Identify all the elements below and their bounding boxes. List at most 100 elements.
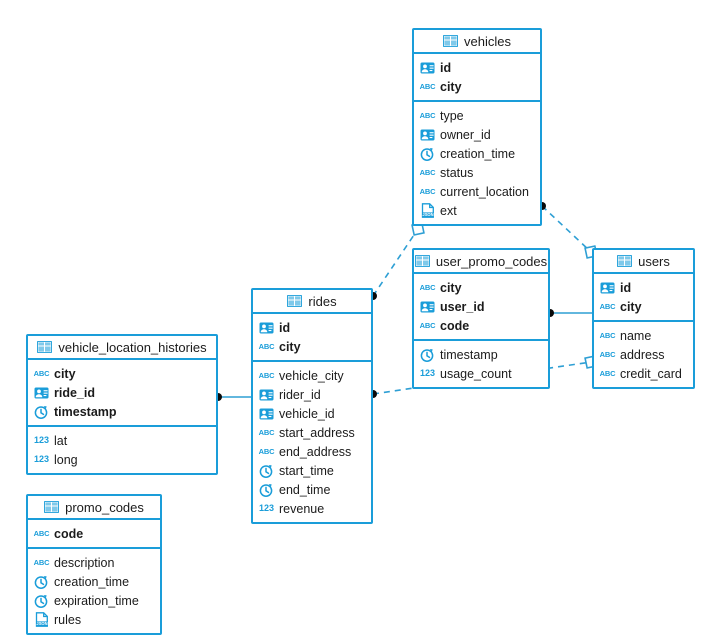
table-header-users[interactable]: users [594, 250, 693, 274]
column-name: usage_count [440, 366, 512, 381]
column-name: address [620, 347, 665, 362]
table-name: users [638, 253, 670, 269]
id-card-icon [259, 387, 274, 402]
abc-string-icon: ABC [258, 341, 275, 351]
abc-string-icon: ABC [258, 370, 275, 380]
clock-icon [259, 482, 274, 497]
json-file-icon: JSON [34, 612, 49, 627]
column-name: city [440, 79, 462, 94]
column-row[interactable]: vehicle_id [253, 404, 371, 423]
abc-string-icon: ABC [33, 557, 50, 567]
column-name: rider_id [279, 387, 321, 402]
column-row[interactable]: expiration_time [28, 591, 160, 610]
table-name: user_promo_codes [435, 253, 548, 269]
abc-string-icon: ABC [258, 446, 275, 456]
123-number-icon: 123 [419, 368, 436, 378]
column-name: vehicle_id [279, 406, 335, 421]
abc-string-icon: ABC [33, 528, 50, 538]
table-header-promo_codes[interactable]: promo_codes [28, 496, 160, 520]
column-row[interactable]: 123 revenue [253, 499, 371, 518]
column-row[interactable]: 123 long [28, 450, 216, 469]
column-row[interactable]: end_time [253, 480, 371, 499]
column-name: revenue [279, 501, 325, 516]
column-row[interactable]: creation_time [28, 572, 160, 591]
column-row-key[interactable]: timestamp [28, 402, 216, 421]
column-name: long [54, 452, 78, 467]
column-row-key[interactable]: ride_id [28, 383, 216, 402]
column-row[interactable]: start_time [253, 461, 371, 480]
abc-string-icon: ABC [33, 368, 50, 378]
123-number-icon: 123 [258, 503, 275, 513]
column-row-key[interactable]: id [594, 278, 693, 297]
table-name: rides [308, 293, 337, 309]
column-name: start_time [279, 463, 334, 478]
123-number-icon: 123 [33, 435, 50, 445]
column-group-vehicle_location_histories: 123 lat 123 long [28, 427, 216, 473]
relationship-user-promo-codes-to-users[interactable] [546, 309, 592, 317]
column-name: id [279, 320, 291, 335]
table-icon [443, 34, 459, 49]
abc-string-icon: ABC [419, 167, 436, 177]
column-name: user_id [440, 299, 485, 314]
column-row[interactable]: creation_time [414, 144, 540, 163]
table-icon [287, 294, 303, 309]
column-row[interactable]: 123 usage_count [414, 364, 548, 383]
column-row[interactable]: rider_id [253, 385, 371, 404]
column-name: code [440, 318, 470, 333]
column-name: id [440, 60, 452, 75]
column-name: id [620, 280, 632, 295]
relationship-line [541, 205, 592, 253]
column-row[interactable]: 123 lat [28, 431, 216, 450]
clock-icon [420, 347, 435, 362]
column-row-key[interactable]: user_id [414, 297, 548, 316]
table-header-user_promo_codes[interactable]: user_promo_codes [414, 250, 548, 274]
column-name: expiration_time [54, 593, 139, 608]
id-card-icon [34, 385, 49, 400]
table-header-vehicles[interactable]: vehicles [414, 30, 540, 54]
column-row-key[interactable]: id [414, 58, 540, 77]
abc-string-icon: ABC [599, 368, 616, 378]
column-row[interactable]: owner_id [414, 125, 540, 144]
column-row[interactable]: timestamp [414, 345, 548, 364]
column-row-key[interactable]: id [253, 318, 371, 337]
column-name: timestamp [440, 347, 498, 362]
relationship-vehicle-location-histories-to-rides[interactable] [214, 393, 251, 401]
table-header-vehicle_location_histories[interactable]: vehicle_location_histories [28, 336, 216, 360]
table-name: vehicle_location_histories [58, 339, 207, 355]
table-header-rides[interactable]: rides [253, 290, 371, 314]
svg-text:JSON: JSON [36, 621, 47, 626]
column-name: lat [54, 433, 68, 448]
123-number-icon: 123 [33, 454, 50, 464]
column-group-user_promo_codes: timestamp 123 usage_count [414, 341, 548, 387]
